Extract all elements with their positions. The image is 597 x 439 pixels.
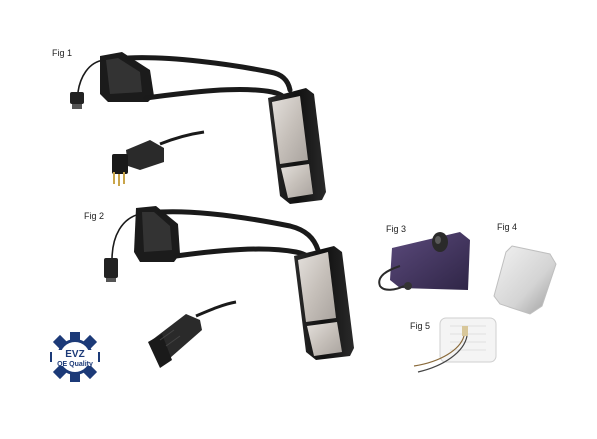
fig1-label: Fig 1: [52, 48, 73, 58]
fig2-connector: [104, 258, 118, 278]
fig2-label: Fig 2: [84, 211, 105, 221]
fig5-lead-wire-a: [413, 335, 465, 367]
fig5-heater-element: [413, 317, 497, 373]
fig2-lower-arm: [173, 246, 317, 267]
fig1-upper-arm: [125, 55, 293, 93]
fig1-plug-body: [126, 140, 164, 170]
fig2-main-glass: [298, 252, 336, 322]
fig2-lower-glass: [307, 322, 342, 356]
fig2-upper-arm: [157, 209, 321, 253]
fig3-cable: [378, 265, 405, 291]
fig2-mirror-assembly: [104, 206, 354, 360]
fig1-main-glass: [272, 96, 308, 164]
fig1-lower-arm: [143, 87, 291, 107]
fig1-lower-glass: [281, 164, 313, 198]
fig3-label: Fig 3: [386, 224, 407, 234]
fig2-plug-detail: [148, 300, 237, 368]
fig1-plug-detail: [112, 130, 205, 186]
fig5-lead-wire-b: [417, 335, 468, 373]
fig1-mirror-assembly: [70, 52, 326, 204]
fig1-connector: [70, 92, 84, 104]
fig4-label: Fig 4: [497, 222, 518, 232]
fig5-label: Fig 5: [410, 321, 431, 331]
fig4-glass-plate: [493, 245, 557, 315]
evz-logo: EVZ OE Quality: [50, 332, 100, 382]
fig3-heater-pad: [390, 232, 470, 290]
fig5-heater-pad: [439, 317, 497, 363]
fig4-mirror-glass: [493, 245, 557, 315]
logo-brand: EVZ: [65, 349, 84, 360]
logo-tagline: OE Quality: [57, 361, 93, 368]
fig3-heater-motor: [378, 232, 470, 291]
